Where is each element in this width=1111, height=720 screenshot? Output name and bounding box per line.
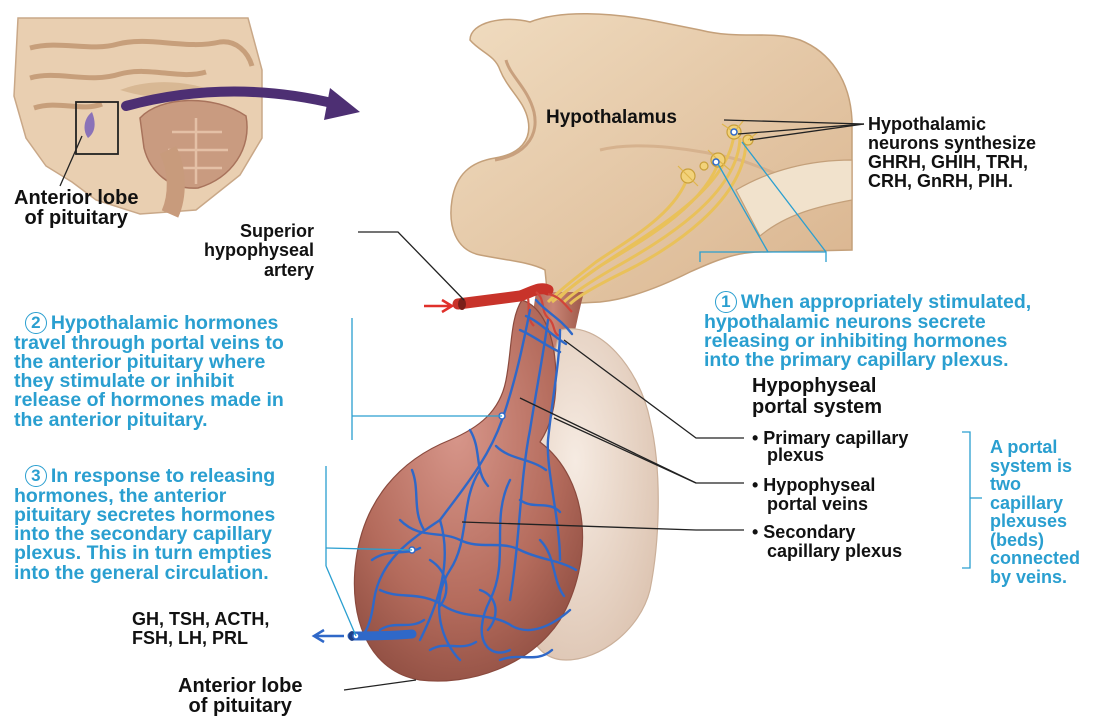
step-3-text: In response to releasing hormones, the a… xyxy=(14,465,275,583)
portal-system-title: Hypophyseal portal system xyxy=(752,376,882,418)
neurons-synthesize-label: Hypothalamic neurons synthesize GHRH, GH… xyxy=(868,115,1036,191)
step-2-text: Hypothalamic hormones travel through por… xyxy=(14,312,284,430)
hormones-out-label: GH, TSH, ACTH, FSH, LH, PRL xyxy=(132,610,269,648)
step-1-text: When appropriately stimulated, hypothala… xyxy=(704,291,1031,371)
primary-plexus-label: • Primary capillary plexus xyxy=(752,430,908,464)
portal-veins-label: • Hypophyseal portal veins xyxy=(752,476,875,514)
hypothalamus-tissue xyxy=(451,14,852,304)
arterial-inflow-arrow xyxy=(424,300,452,312)
anterior-lobe-bottom-label: Anterior lobe of pituitary xyxy=(178,676,302,716)
portal-definition-label: A portal system is two capillary plexuse… xyxy=(990,438,1080,586)
superior-artery-label: Superior hypophyseal artery xyxy=(204,222,314,280)
secondary-plexus-label: • Secondary capillary plexus xyxy=(752,523,902,561)
hypothalamus-label: Hypothalamus xyxy=(546,108,677,127)
step-1-number-badge: 1 xyxy=(715,291,737,313)
sagittal-brain-inset xyxy=(14,18,262,214)
step-3-number-badge: 3 xyxy=(25,465,47,487)
anterior-lobe-inset-label: Anterior lobe of pituitary xyxy=(14,188,138,228)
step-2-number-badge: 2 xyxy=(25,312,47,334)
